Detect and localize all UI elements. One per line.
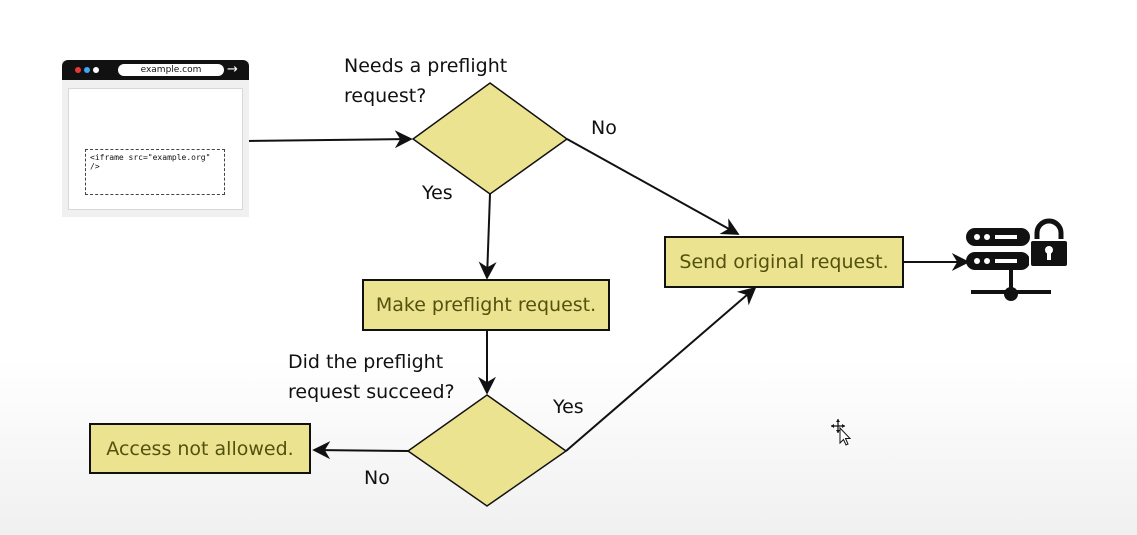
decision-1-label-line2: request? <box>344 85 427 107</box>
move-cursor-icon <box>831 419 852 446</box>
arrow-no-to-denied <box>312 441 409 460</box>
server-lock-icon <box>966 217 1069 301</box>
decision-2-label-line1: Did the preflight <box>288 351 444 373</box>
minimize-dot-icon <box>84 67 90 73</box>
arrow-no-to-send <box>566 138 740 235</box>
decision-2-no-label: No <box>364 467 390 489</box>
decision-1-yes-label: Yes <box>422 182 453 204</box>
arrow-browser-to-decision <box>245 130 413 149</box>
address-bar: example.com <box>118 64 224 76</box>
decision-1-label-line1: Needs a preflight <box>344 55 508 77</box>
browser-window: example.com → <iframe src="example.org" … <box>62 60 249 217</box>
send-original-request-box: Send original request. <box>664 236 904 288</box>
decision-2-yes-label: Yes <box>553 396 584 418</box>
access-not-allowed-box: Access not allowed. <box>89 423 311 474</box>
browser-page: <iframe src="example.org" /> <box>68 88 243 210</box>
decision-2-label-line2: request succeed? <box>288 381 455 403</box>
browser-toolbar: example.com → <box>62 60 249 80</box>
arrow-yes-to-preflight <box>478 193 497 280</box>
iframe-code-box: <iframe src="example.org" /> <box>85 149 225 195</box>
decision-diamond-success <box>406 394 568 507</box>
close-dot-icon <box>75 67 81 73</box>
decision-1-no-label: No <box>591 117 617 139</box>
arrow-right-icon: → <box>227 62 238 77</box>
arrow-yes-to-send <box>565 286 757 452</box>
maximize-dot-icon <box>93 67 99 73</box>
make-preflight-request-box: Make preflight request. <box>362 279 610 331</box>
